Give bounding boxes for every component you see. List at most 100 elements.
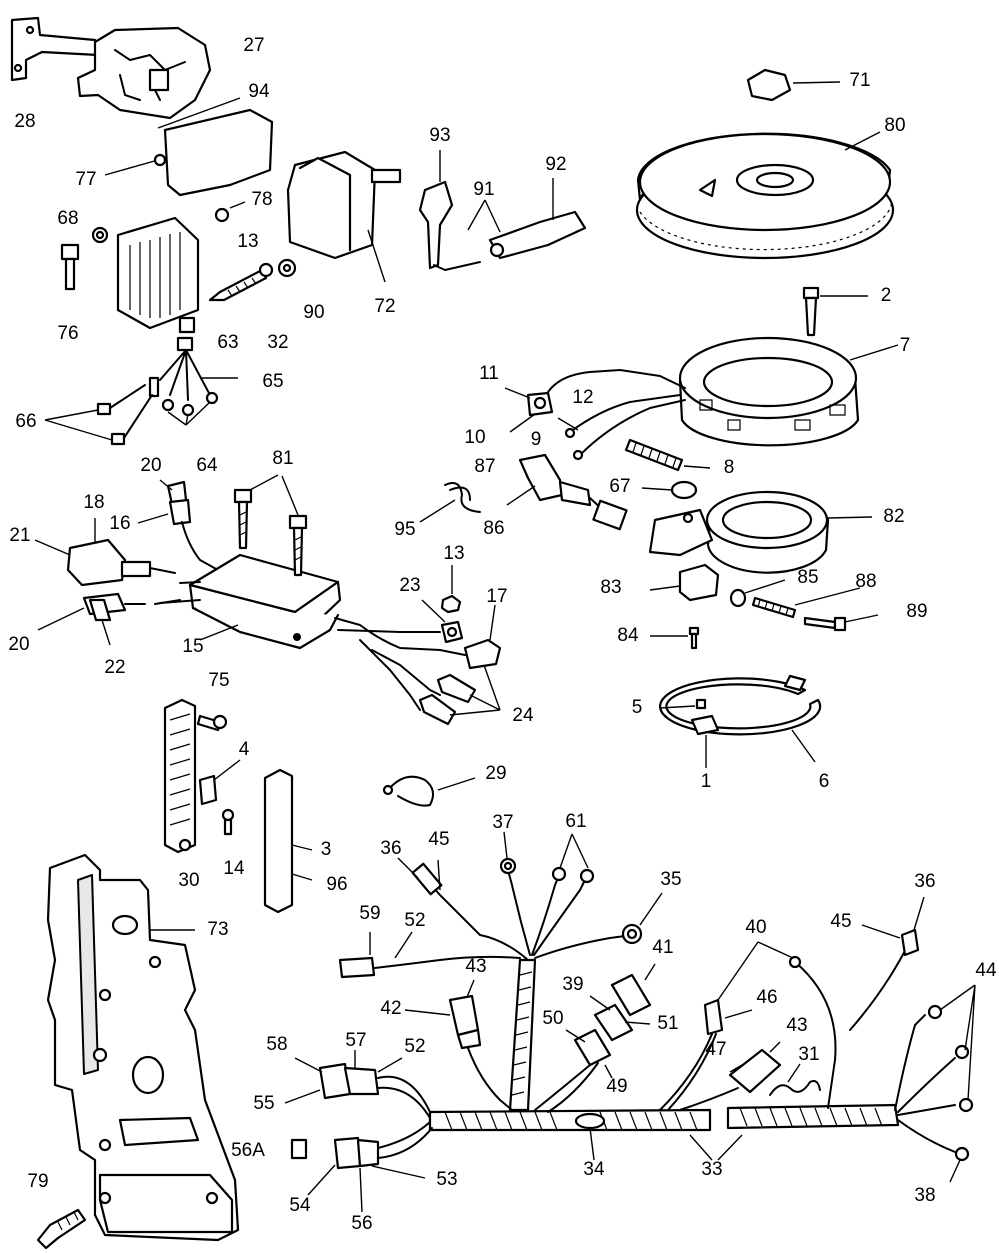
part-label: 17 [486,586,508,607]
part-label: 52 [404,1036,426,1057]
part-label: 1 [700,771,712,792]
part-label: 20 [8,634,30,655]
washer-part-85 [729,579,786,608]
part-label: 52 [404,910,426,931]
terminals-part-44-38 [894,984,976,1183]
bolt-part-76 [60,243,80,291]
part-label: 8 [723,457,735,478]
part-label: 39 [562,974,584,995]
part-label: 50 [542,1008,564,1029]
washer-part-90 [277,258,297,278]
screw-part-2 [802,286,868,337]
washer-part-13-upper [258,262,274,278]
part-label: 94 [248,81,270,102]
part-label: 57 [345,1030,367,1051]
bolt-part-79 [36,1208,87,1250]
part-label: 53 [436,1169,458,1190]
part-label: 22 [104,657,126,678]
sensor-part-16-20 [137,479,219,571]
clip-part-1-5 [659,698,720,768]
sensor-part-83 [649,563,720,602]
wires-part-9-12 [557,394,686,461]
part-label: 78 [251,189,273,210]
plate-part-94 [157,97,274,197]
connector-part-39-41-49-50-51 [534,963,656,1113]
clip-part-4 [198,759,241,806]
retaining-ring-part-6 [659,674,822,763]
part-label: 27 [243,35,265,56]
part-label: 72 [374,296,396,317]
part-label: 88 [855,571,877,592]
grommet-part-67 [641,480,698,500]
part-label: 38 [914,1185,936,1206]
sender-part-18-21 [34,518,176,587]
part-label: 59 [359,903,381,924]
part-label: 29 [485,763,507,784]
screw-part-78 [214,201,246,223]
part-label: 51 [657,1013,679,1034]
part-label: 34 [583,1159,605,1180]
harness-branch-part-40 [717,896,925,1109]
part-label: 83 [600,577,622,598]
part-label: 54 [289,1195,311,1216]
part-label: 24 [512,705,534,726]
part-label: 65 [262,371,284,392]
connector-part-55-57-58 [284,1050,431,1119]
part-label: 41 [652,937,674,958]
part-label: 89 [906,601,928,622]
connector-part-10-11 [504,369,686,433]
tie-part-31 [769,1063,821,1096]
part-label: 55 [253,1093,275,1114]
part-label: 2 [880,285,892,306]
screw-part-14 [221,808,235,836]
part-label: 68 [57,208,79,229]
part-label: 73 [207,919,229,940]
part-label: 45 [428,829,450,850]
part-label: 36 [914,871,936,892]
bolts-part-81 [233,474,308,577]
terminals-part-66 [44,384,153,446]
screw-part-89 [803,614,879,632]
strip-part-3-96 [263,768,313,914]
part-label: 58 [266,1034,288,1055]
part-label: 3 [320,839,332,860]
part-label: 90 [303,302,325,323]
part-label: 44 [975,960,997,981]
connector-part-42-43 [404,979,513,1111]
rectifier-part-63 [116,216,200,352]
part-label: 96 [326,874,348,895]
nut-part-71 [746,68,841,102]
part-label: 75 [208,670,230,691]
part-label: 36 [380,838,402,859]
part-label: 10 [464,427,486,448]
part-label: 85 [797,567,819,588]
part-label: 31 [798,1044,820,1065]
part-label: 6 [818,771,830,792]
plug-lead-part-93 [418,150,481,271]
mounting-plate-part-73 [46,853,240,1242]
part-label: 4 [238,739,250,760]
part-label: 20 [140,455,162,476]
part-label: 95 [394,519,416,540]
part-label: 79 [27,1171,49,1192]
part-label: 87 [474,456,496,477]
part-label: 76 [57,323,79,344]
part-label: 66 [15,411,37,432]
part-label: 47 [705,1039,727,1060]
part-label: 37 [492,812,514,833]
part-label: 84 [617,625,639,646]
part-label: 14 [223,858,245,879]
part-label: 56 [351,1213,373,1234]
part-label: 32 [267,332,289,353]
part-label: 9 [530,429,542,450]
connector-part-86-87 [506,453,628,531]
connector-part-53-54-56 [307,1121,433,1213]
part-label: 18 [83,492,105,513]
part-label: 13 [443,543,465,564]
part-label: 7 [899,335,911,356]
part-label: 15 [182,636,204,657]
part-label: 81 [272,448,294,469]
pack-wires [159,581,466,711]
part-label: 46 [756,987,778,1008]
